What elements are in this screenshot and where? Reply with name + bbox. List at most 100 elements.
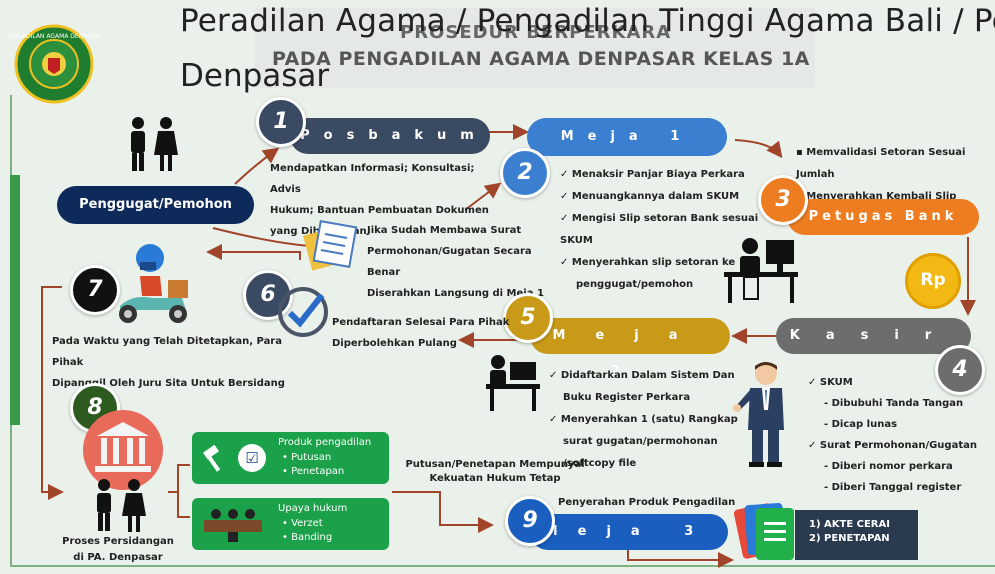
check-item: ✓ Menuangkannya dalam SKUM (560, 191, 740, 202)
banner-title: PROSEDUR BERPERKARA (400, 22, 672, 43)
produk-title: Produk pengadilan (278, 437, 372, 448)
meja-1-note: Jika Sudah Membawa Surat Permohonan/Guga… (367, 220, 567, 304)
bullet-item: ▪ Memvalidasi Setoran Sesuai Jumlah (796, 147, 966, 180)
document-folder-icon (303, 218, 365, 278)
office-desk-icon (484, 352, 542, 416)
gavel-icon (200, 442, 232, 477)
check-item-continued: penggugat/pemohon (576, 279, 694, 290)
step-3-badge: 3 (758, 175, 808, 225)
checkmark-circle-icon (276, 285, 330, 343)
meja-3-caption: Penyerahan Produk Pengadilan (558, 497, 736, 508)
produk-item: • Penetapan (282, 466, 345, 477)
meja-3-outputs: 1) AKTE CERAI 2) PENETAPAN (795, 510, 918, 560)
bank-desk-icon (722, 232, 800, 308)
note-line: Permohonan/Gugatan Secara Benar (367, 246, 532, 278)
page-title: Peradilan Agama / Pengadilan Tinggi Agam… (180, 3, 995, 39)
check-item-text: Menyerahkan 1 (satu) Rangkap (560, 414, 738, 425)
check-item: ✓ SKUM (808, 377, 853, 388)
page-title-line2: Denpasar (180, 58, 330, 94)
sub-item: - Diberi nomor perkara (824, 461, 953, 472)
meja-1-items: ✓ Menaksir Panjar Biaya Perkara ✓ Menuan… (560, 164, 760, 296)
upaya-item-text: Banding (291, 532, 333, 543)
produk-item: • Putusan (282, 452, 332, 463)
check-item-text: Didaftarkan Dalam Sistem Dan (560, 370, 735, 381)
businessman-icon (732, 360, 798, 474)
meja-2-items: ✓ Didaftarkan Dalam Sistem Dan Buku Regi… (549, 365, 749, 475)
note-line: Kekuatan Hukum Tetap (429, 473, 561, 484)
step-6-badge: 6 (243, 270, 293, 320)
header-banner (255, 8, 815, 88)
check-item: ✓ Surat Permohonan/Gugatan (808, 440, 977, 451)
step-7-badge: 7 (70, 265, 120, 315)
produk-pengadilan-box: ☑ Produk pengadilan • Putusan • Penetapa… (192, 432, 389, 484)
court-logo: PENGADILAN AGAMA DENPASAR (5, 24, 103, 104)
sub-item: - Dibubuhi Tanda Tangan (824, 398, 964, 409)
courthouse-icon (75, 410, 171, 494)
sub-item: - Dicap lunas (824, 419, 898, 430)
output-item: 1) AKTE CERAI (809, 519, 890, 530)
stacked-documents-icon (733, 496, 804, 572)
sub-item: - Diberi Tanggal register (824, 482, 962, 493)
bullet-item-text: Memvalidasi Setoran Sesuai Jumlah (796, 147, 966, 180)
posbakum-desc-line: Hukum; Bantuan Pembuatan Dokumen (270, 205, 489, 216)
step-8-label: Proses Persidangan di PA. Denpasar (53, 534, 183, 566)
check-item-continued: /softcopy file (563, 458, 637, 469)
check-item: ✓ Mengisi Slip setoran Bank sesuai SKUM (560, 213, 759, 246)
step-4-badge: 4 (935, 345, 985, 395)
step-2-badge: 2 (500, 148, 550, 198)
kasir-items: ✓ SKUM - Dibubuhi Tanda Tangan - Dicap l… (808, 372, 995, 498)
putusan-note: Putusan/Penetapan Mempunyai Kekuatan Huk… (390, 458, 600, 486)
svg-text:PENGADILAN AGAMA DENPASAR: PENGADILAN AGAMA DENPASAR (8, 33, 100, 40)
desc-line: Pendaftaran Selesai Para Pihak (332, 317, 510, 328)
step-5-badge: 5 (503, 293, 553, 343)
posbakum-label: Posbakum (290, 118, 490, 154)
check-item-continued: surat gugatan/permohonan (563, 436, 718, 447)
check-item-continued: Buku Register Perkara (563, 392, 691, 403)
side-accent-bar (10, 175, 20, 425)
desc-line: Dipanggil Oleh Juru Sita Untuk Bersidang (52, 378, 285, 389)
check-item-text: Mengisi Slip setoran Bank sesuai SKUM (560, 213, 759, 246)
check-item-text: Menaksir Panjar Biaya Perkara (571, 169, 745, 180)
upaya-hukum-box: Upaya hukum • Verzet • Banding (192, 498, 389, 550)
produk-item-text: Putusan (291, 452, 332, 463)
penggugat-pemohon-label: Penggugat/Pemohon (57, 186, 254, 224)
check-item-text: SKUM (819, 377, 853, 388)
produk-item-text: Penetapan (291, 466, 345, 477)
label-line: di PA. Denpasar (73, 552, 163, 563)
check-item: ✓ Menyerahkan 1 (satu) Rangkap (549, 414, 738, 425)
upaya-title: Upaya hukum (278, 503, 348, 514)
banner-subtitle: PADA PENGADILAN AGAMA DENPASAR KELAS 1A (272, 48, 810, 70)
courier-scooter-icon (112, 240, 194, 332)
check-item: ✓ Menyerahkan slip setoran ke (560, 257, 736, 268)
check-item-text: Menyerahkan slip setoran ke (571, 257, 736, 268)
step-7-desc: Pada Waktu yang Telah Ditetapkan, Para P… (52, 331, 312, 394)
check-item: ✓ Menaksir Panjar Biaya Perkara (560, 169, 745, 180)
output-item: 2) PENETAPAN (809, 533, 890, 544)
note-line: Diserahkan Langsung di Meja 1 (367, 288, 544, 299)
note-line: Jika Sudah Membawa Surat (367, 225, 522, 236)
step-9-badge: 9 (505, 496, 555, 546)
people-icon (124, 115, 182, 177)
judges-bench-icon (200, 506, 266, 547)
desc-line: Diperbolehkan Pulang (332, 338, 457, 349)
coin-icon: Rp (905, 253, 961, 309)
upaya-item-text: Verzet (291, 518, 323, 529)
check-item: ✓ Didaftarkan Dalam Sistem Dan (549, 370, 735, 381)
upaya-item: • Banding (282, 532, 333, 543)
label-line: Proses Persidangan (62, 536, 174, 547)
step-6-desc: Pendaftaran Selesai Para Pihak Diperbole… (332, 312, 532, 354)
desc-line: Pada Waktu yang Telah Ditetapkan, Para P… (52, 336, 282, 368)
meja-2-label: Meja 2 (530, 318, 730, 379)
frame-bottom (10, 565, 995, 567)
people-icon (90, 478, 150, 538)
check-item-text: Menuangkannya dalam SKUM (571, 191, 740, 202)
meja-1-label: Meja 1 (527, 118, 727, 156)
note-line: Putusan/Penetapan Mempunyai (405, 459, 585, 470)
check-item-text: Surat Permohonan/Gugatan (819, 440, 977, 451)
upaya-item: • Verzet (282, 518, 323, 529)
document-check-icon: ☑ (238, 444, 266, 472)
kasir-label: Kasir (776, 318, 971, 354)
posbakum-desc-line: Mendapatkan Informasi; Konsultasi; Advis (270, 163, 475, 195)
step-1-badge: 1 (256, 97, 306, 147)
